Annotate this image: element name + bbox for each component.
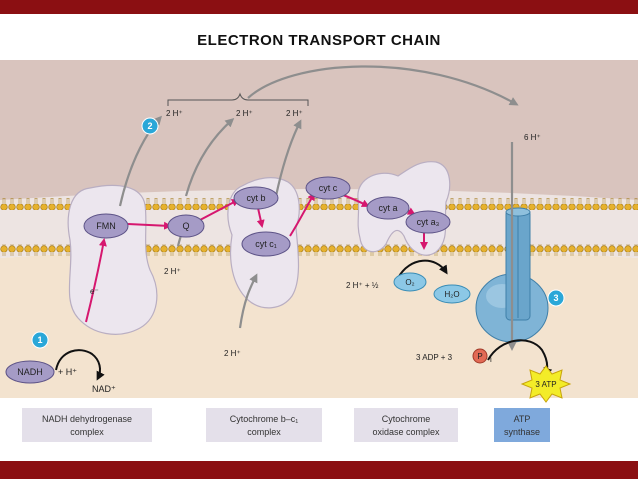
carrier-cyt-a3-label: cyt a₃	[417, 217, 440, 227]
carrier-q-label: Q	[182, 221, 189, 231]
bottom-frame-bar	[0, 461, 638, 479]
caption-oxidase-line1: Cytochrome	[382, 414, 431, 424]
step-badge-3: 3	[547, 289, 565, 307]
nadh-molecule: NADH	[5, 360, 55, 384]
proton-under-cyt: 2 H⁺	[224, 349, 241, 358]
step-badge-2-label: 2	[147, 121, 152, 131]
carrier-cyt-b-label: cyt b	[246, 193, 265, 203]
water-label: H₂O	[444, 290, 459, 299]
carrier-cyt-a: cyt a	[366, 196, 410, 220]
atp-star: 3 ATP	[520, 365, 572, 403]
oxygen-molecule: O₂	[393, 272, 427, 292]
phosphate-subscript: i	[490, 355, 492, 364]
proton-bracket	[167, 92, 309, 106]
phosphate-badge: P i	[472, 348, 492, 364]
nadh-dehydrogenase-protein	[67, 184, 158, 335]
carrier-cyt-b: cyt b	[233, 186, 279, 210]
carrier-q: Q	[167, 214, 205, 238]
phosphate-label: P	[477, 352, 482, 361]
diagram-title: ELECTRON TRANSPORT CHAIN	[197, 32, 441, 49]
caption-oxidase-line2: oxidase complex	[372, 427, 440, 437]
proton-top-2: 2 H⁺	[236, 109, 253, 118]
nad-label: NAD⁺	[92, 384, 116, 394]
caption-bc1-line2: complex	[247, 427, 281, 437]
caption-nadh-line1: NADH dehydrogenase	[42, 414, 132, 424]
top-frame-bar	[0, 0, 638, 14]
proton-six: 6 H⁺	[524, 133, 541, 142]
carrier-fmn: FMN	[83, 213, 129, 239]
carrier-cyt-c: cyt c	[305, 176, 351, 200]
atp-label: 3 ATP	[535, 380, 556, 389]
caption-oxidase-complex: Cytochrome oxidase complex	[354, 408, 458, 442]
caption-atp-synthase: ATP synthase	[494, 408, 550, 442]
carrier-cyt-a3: cyt a₃	[405, 210, 451, 234]
intermembrane-space	[0, 60, 638, 200]
caption-nadh-line2: complex	[70, 427, 104, 437]
step-badge-2: 2	[141, 117, 159, 135]
carrier-cyt-c1-label: cyt c₁	[255, 239, 277, 249]
oxygen-equation: 2 H⁺ + ½	[346, 281, 379, 290]
carrier-fmn-label: FMN	[96, 221, 116, 231]
carrier-cyt-c1: cyt c₁	[241, 231, 291, 257]
proton-top-3: 2 H⁺	[286, 109, 303, 118]
step-badge-1-label: 1	[37, 335, 42, 345]
nadh-label: NADH	[17, 367, 43, 377]
adp-equation: 3 ADP + 3	[416, 353, 453, 362]
caption-nadh-complex: NADH dehydrogenase complex	[22, 408, 152, 442]
water-molecule: H₂O	[433, 284, 471, 304]
caption-atp-line2: synthase	[504, 427, 540, 437]
oxygen-label: O₂	[405, 278, 414, 287]
inner-membrane	[0, 198, 638, 256]
step-badge-1: 1	[31, 331, 49, 349]
electron-label: e⁻	[90, 287, 99, 296]
caption-atp-line1: ATP	[514, 414, 531, 424]
carrier-cyt-a-label: cyt a	[378, 203, 397, 213]
proton-under-q: 2 H⁺	[164, 267, 181, 276]
step-badge-3-label: 3	[553, 293, 558, 303]
carrier-cyt-c-label: cyt c	[319, 183, 338, 193]
proton-pump-arrows	[118, 65, 519, 351]
electron-flow-arrows	[85, 192, 428, 323]
proton-top-1: 2 H⁺	[166, 109, 183, 118]
caption-bc1-line1: Cytochrome b–c₁	[230, 414, 299, 424]
caption-bc1-complex: Cytochrome b–c₁ complex	[206, 408, 322, 442]
nadh-plus-h: + H⁺	[58, 367, 77, 377]
